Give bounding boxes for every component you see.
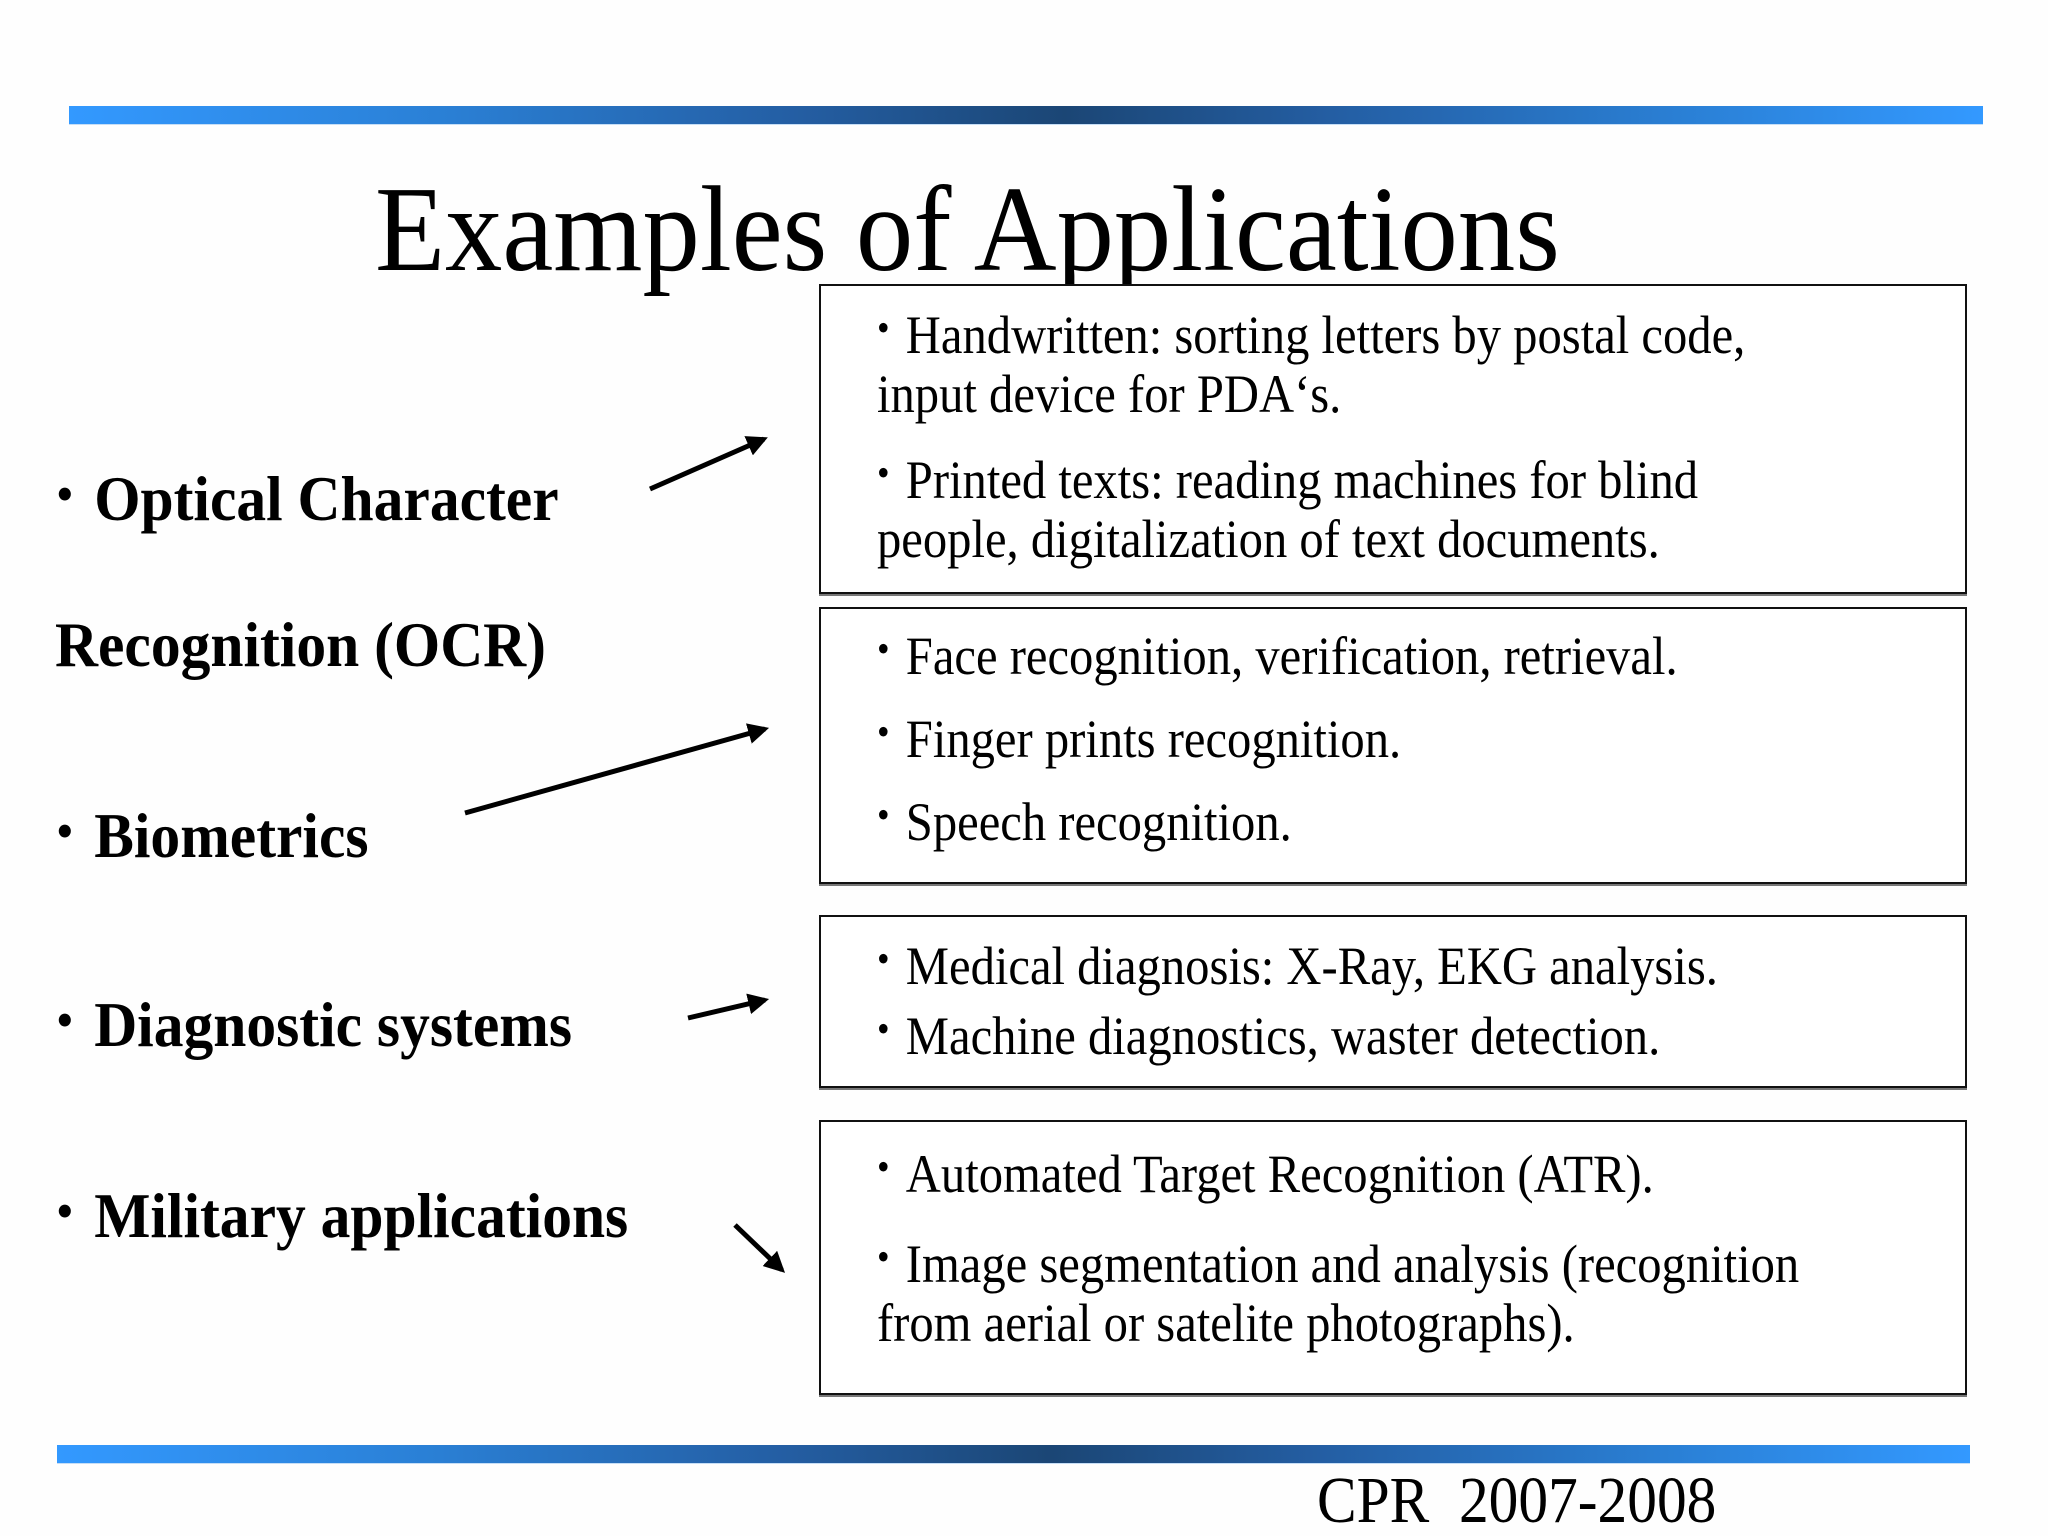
detail-item: •Handwritten: sorting letters by postal … bbox=[877, 305, 1745, 422]
category-label-biometrics: •Biometrics bbox=[57, 800, 369, 871]
bullet-icon: • bbox=[57, 805, 73, 858]
arrow-right-icon bbox=[687, 993, 770, 1021]
bullet-icon: • bbox=[877, 792, 890, 837]
detail-box-ocr: •Handwritten: sorting letters by postal … bbox=[819, 284, 1967, 594]
detail-item: •Automated Target Recognition (ATR). bbox=[877, 1144, 1654, 1206]
arrow-up-right-icon bbox=[464, 723, 770, 816]
bullet-icon: • bbox=[877, 709, 890, 754]
detail-item: •Face recognition, verification, retriev… bbox=[877, 626, 1678, 688]
detail-item: •Image segmentation and analysis (recogn… bbox=[877, 1234, 1799, 1351]
footer-course-label: CPR 2007-2008 bbox=[1317, 1464, 1717, 1537]
arrow-down-right-icon bbox=[733, 1223, 786, 1273]
slide-title: Examples of Applications bbox=[375, 162, 1560, 297]
bullet-icon: • bbox=[877, 1144, 890, 1189]
detail-item: •Machine diagnostics, waster detection. bbox=[877, 1006, 1660, 1068]
bullet-icon: • bbox=[877, 450, 890, 495]
category-label-ocr-line2: Recognition (OCR) bbox=[55, 609, 546, 680]
bullet-icon: • bbox=[877, 305, 890, 350]
category-label-diagnostic-systems: •Diagnostic systems bbox=[57, 989, 572, 1060]
bullet-icon: • bbox=[57, 994, 73, 1047]
arrow-up-right-icon bbox=[648, 436, 768, 492]
bullet-icon: • bbox=[877, 626, 890, 671]
footer-gradient-bar bbox=[57, 1445, 1970, 1463]
detail-box-military: •Automated Target Recognition (ATR). •Im… bbox=[819, 1120, 1967, 1395]
detail-item: •Speech recognition. bbox=[877, 792, 1292, 854]
detail-box-diagnostic: •Medical diagnosis: X-Ray, EKG analysis.… bbox=[819, 915, 1967, 1088]
detail-item: •Medical diagnosis: X-Ray, EKG analysis. bbox=[877, 936, 1718, 998]
bullet-icon: • bbox=[57, 1185, 73, 1238]
detail-box-biometrics: •Face recognition, verification, retriev… bbox=[819, 607, 1967, 884]
category-label-military-applications: •Military applications bbox=[57, 1180, 629, 1251]
header-gradient-bar bbox=[69, 106, 1983, 124]
bullet-icon: • bbox=[877, 1234, 890, 1279]
category-label-ocr-line1: •Optical Character bbox=[57, 463, 559, 534]
bullet-icon: • bbox=[57, 468, 73, 521]
detail-item: •Printed texts: reading machines for bli… bbox=[877, 450, 1698, 567]
bullet-icon: • bbox=[877, 1006, 890, 1051]
detail-item: •Finger prints recognition. bbox=[877, 709, 1401, 771]
bullet-icon: • bbox=[877, 936, 890, 981]
